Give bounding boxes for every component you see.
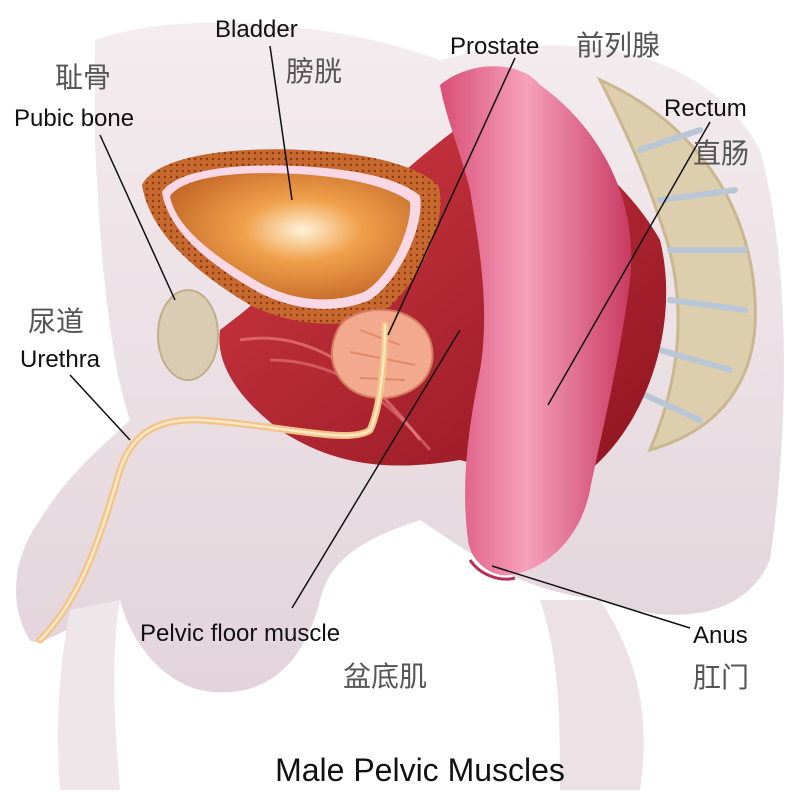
prostate-label-zh: 前列腺 bbox=[576, 32, 660, 60]
anus-label-zh: 肛门 bbox=[693, 664, 749, 692]
pubic-bone-label: Pubic bone bbox=[14, 107, 134, 131]
pelvic-floor-label-zh: 盆底肌 bbox=[343, 663, 427, 691]
pubic-bone-shape bbox=[158, 290, 218, 380]
urethra-label: Urethra bbox=[20, 348, 100, 372]
pubic-bone-label-zh: 耻骨 bbox=[55, 64, 111, 92]
urethra-label-zh: 尿道 bbox=[28, 308, 84, 336]
pelvic-floor-label: Pelvic floor muscle bbox=[140, 622, 340, 646]
prostate-label: Prostate bbox=[450, 35, 539, 59]
bladder-label: Bladder bbox=[215, 18, 298, 42]
rectum-label: Rectum bbox=[664, 97, 747, 121]
bladder-label-zh: 膀胱 bbox=[286, 58, 342, 86]
diagram-title: Male Pelvic Muscles bbox=[0, 752, 800, 789]
rectum-label-zh: 直肠 bbox=[693, 140, 749, 168]
anus-label: Anus bbox=[693, 624, 748, 648]
